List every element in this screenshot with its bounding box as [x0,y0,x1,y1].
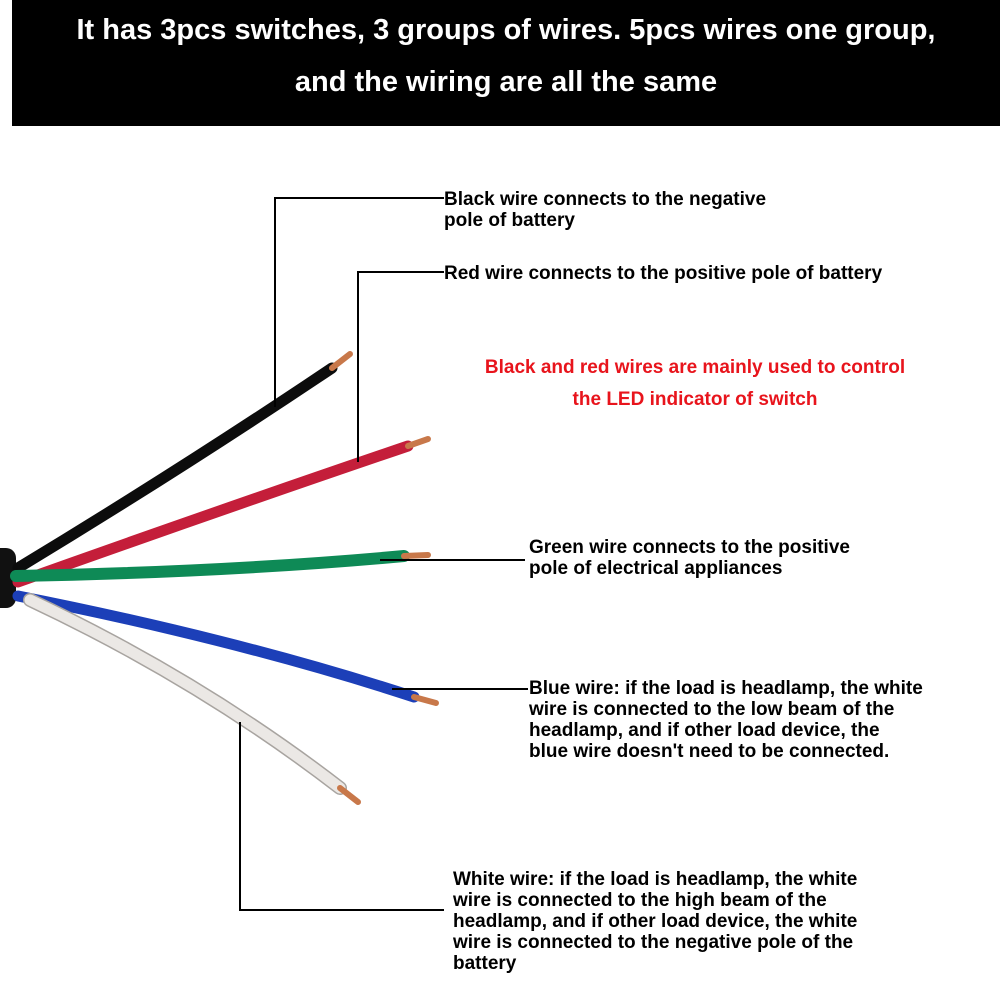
led-note-line-1: Black and red wires are mainly used to c… [484,357,906,378]
blue-wire-label: Blue wire: if the load is headlamp, the … [529,678,923,762]
red-wire-label-line-1: Red wire connects to the positive pole o… [444,263,883,284]
green-wire-label-line-1: Green wire connects to the positive [529,537,850,558]
banner-line-2: and the wiring are all the same [294,66,718,98]
green-wire-label-line-2: pole of electrical appliances [529,558,783,579]
header-banner: It has 3pcs switches, 3 groups of wires.… [12,0,1000,126]
red-wire [12,440,414,588]
white-wire-label-line-4: wire is connected to the negative pole o… [453,932,854,953]
blue-wire-label-line-4: blue wire doesn't need to be connected. [529,741,890,762]
blue-wire-label-line-2: wire is connected to the low beam of the [529,699,895,720]
led-note-line-2: the LED indicator of switch [572,389,818,410]
white-wire-tip [337,785,361,805]
white-wire-label-line-2: wire is connected to the high beam of th… [453,890,827,911]
green-wire [10,550,410,582]
white-wire-label-line-1: White wire: if the load is headlamp, the… [453,869,858,890]
cable-sheath [0,548,16,608]
blue-wire-label-line-1: Blue wire: if the load is headlamp, the … [529,678,923,699]
white-wire-label-line-3: headlamp, and if other load device, the … [453,911,858,932]
white-wire-label-line-5: battery [453,953,517,974]
white-leader-line [239,722,444,911]
led-indicator-note: Black and red wires are mainly used to c… [430,352,960,416]
white-wire [24,594,346,794]
black-wire [12,362,338,574]
blue-wire [12,590,420,703]
green-wire-label: Green wire connects to the positive pole… [529,537,850,579]
blue-wire-label-line-3: headlamp, and if other load device, the [529,720,880,741]
banner-line-1: It has 3pcs switches, 3 groups of wires.… [76,14,936,46]
black-wire-label-line-1: Black wire connects to the negative [444,189,767,210]
blue-wire-tip [411,694,439,706]
red-leader-line [357,271,444,462]
black-leader-line [274,197,444,407]
black-wire-tip [329,351,353,371]
black-wire-label-line-2: pole of battery [444,210,575,231]
red-wire-label: Red wire connects to the positive pole o… [444,263,882,284]
green-wire-tip [401,552,431,559]
white-wire-label: White wire: if the load is headlamp, the… [453,869,857,974]
red-wire-tip [405,436,431,449]
black-wire-label: Black wire connects to the negative pole… [444,189,766,231]
